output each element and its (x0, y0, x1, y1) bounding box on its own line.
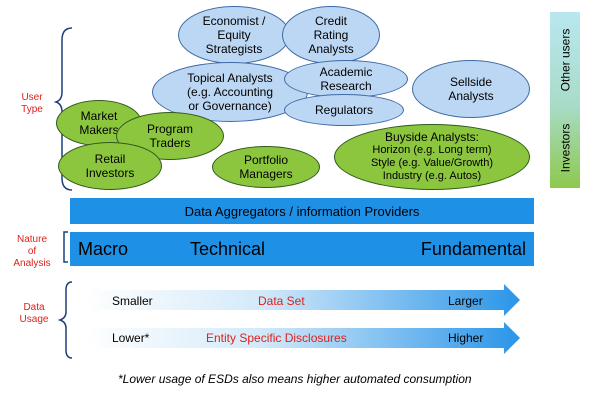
data-set-center-label: Data Set (258, 294, 305, 308)
fundamental-label: Fundamental (420, 238, 526, 259)
esd-arrow (84, 322, 520, 354)
other-users-label: Other users (558, 28, 573, 92)
technical-label: Technical (190, 238, 266, 259)
data-usage-arrows (84, 284, 520, 354)
data-set-left-label: Smaller (112, 294, 153, 308)
ellipse-regulators: Regulators (284, 94, 404, 126)
data-set-arrow (84, 284, 520, 316)
esd-right-label: Higher (448, 331, 484, 345)
data-usage-bracket (57, 281, 73, 359)
data-aggregators-bar: Data Aggregators / information Providers (70, 198, 534, 224)
data-aggregators-label: Data Aggregators / information Providers (184, 203, 420, 219)
macro-label: Macro (78, 238, 129, 259)
esd-center-label: Entity Specific Disclosures (206, 331, 347, 345)
nature-bracket (63, 231, 68, 263)
nature-of-analysis-bar: Macro Technical Fundamental (70, 232, 534, 266)
ellipse-buyside-analysts: Buyside Analysts:Horizon (e.g. Long term… (334, 124, 530, 190)
investors-label: Investors (558, 123, 572, 173)
user-category-bar: Other users Investors (548, 12, 582, 198)
user-type-bracket (53, 27, 73, 191)
esd-left-label: Lower* (112, 331, 150, 345)
user-category-arrow (550, 12, 580, 198)
footnote: *Lower usage of ESDs also means higher a… (118, 372, 472, 386)
data-set-right-label: Larger (448, 294, 483, 308)
